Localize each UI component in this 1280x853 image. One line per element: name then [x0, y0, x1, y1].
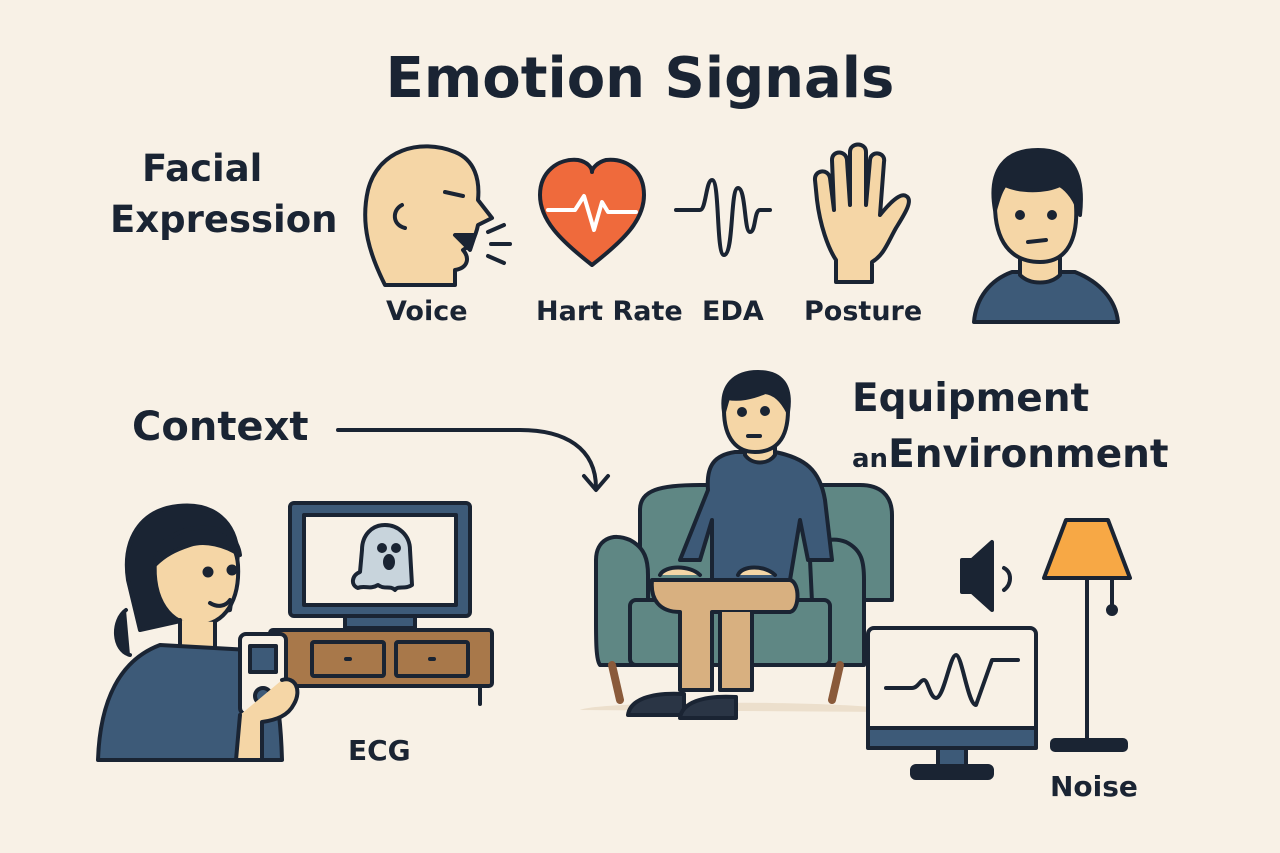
- tv-ghost-icon: [268, 501, 494, 706]
- sofa-person-icon: [580, 370, 900, 720]
- facial-expression-label-line1: Facial: [142, 147, 263, 190]
- lamp-icon: [1042, 518, 1132, 752]
- environment-label: Environment: [888, 432, 1169, 477]
- ecg-label: ECG: [348, 734, 411, 767]
- eda-label: EDA: [702, 296, 764, 327]
- voice-label: Voice: [386, 296, 468, 327]
- heart-rate-label: Hart Rate: [536, 296, 683, 327]
- head-speaking-icon: [363, 144, 512, 287]
- equipment-label-line1: Equipment: [852, 376, 1090, 421]
- heart-icon: [538, 157, 646, 267]
- equipment-prefix: an: [852, 444, 889, 474]
- context-label: Context: [132, 404, 309, 450]
- eda-wave-icon: [674, 178, 772, 257]
- page-title: Emotion Signals: [385, 46, 895, 111]
- person-bust-icon: [972, 148, 1120, 324]
- hand-icon: [813, 142, 911, 284]
- woman-ecg-icon: [96, 503, 300, 762]
- noise-label: Noise: [1050, 770, 1138, 803]
- arrow-icon: [336, 428, 610, 492]
- monitor-icon: [866, 626, 1038, 780]
- posture-label: Posture: [804, 296, 923, 327]
- facial-expression-label-line2: Expression: [110, 198, 338, 241]
- equipment-label-line2: anEnvironment: [852, 432, 1169, 477]
- speaker-icon: [960, 540, 1012, 612]
